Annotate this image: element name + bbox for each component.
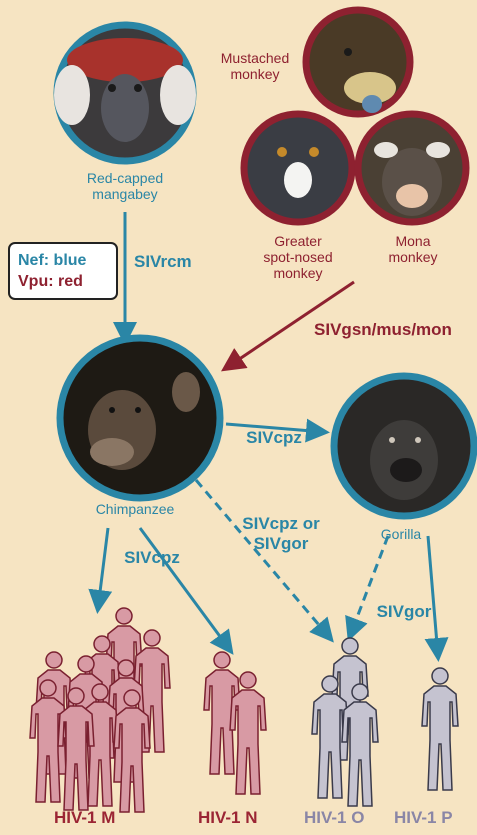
mustached-monkey-portrait [306,10,410,114]
label-hiv-1-o: HIV-1 O [304,808,364,828]
gorilla-portrait [334,376,474,516]
label-sivcpz-gorilla: SIVcpz [234,428,314,448]
label-sivrcm: SIVrcm [134,252,214,272]
label-sivcpz-or-sivgor: SIVcpz or SIVgor [226,514,336,553]
label-sivgor: SIVgor [364,602,444,622]
mona-monkey-portrait [358,114,466,222]
red-capped-mangabey-portrait [54,25,196,161]
label-sivgsn-mus-mon: SIVgsn/mus/mon [298,320,468,340]
label-gorilla: Gorilla [366,526,436,542]
legend-nef: Nef: blue [18,250,108,271]
greater-spot-nosed-monkey-portrait [244,114,352,222]
label-chimpanzee: Chimpanzee [80,501,190,517]
label-hiv-1-n: HIV-1 N [198,808,258,828]
label-hiv-1-p: HIV-1 P [394,808,453,828]
legend-box: Nef: blue Vpu: red [8,242,118,300]
label-sivcpz-m-n: SIVcpz [112,548,192,568]
chimpanzee-portrait [60,338,220,498]
legend-vpu: Vpu: red [18,271,108,292]
label-mustached-monkey: Mustached monkey [205,50,305,82]
label-mona-monkey: Mona monkey [378,233,448,265]
label-greater-spot-nosed-monkey: Greater spot-nosed monkey [248,233,348,281]
label-red-capped-mangabey: Red-capped mangabey [70,170,180,202]
label-hiv-1-m: HIV-1 M [54,808,115,828]
